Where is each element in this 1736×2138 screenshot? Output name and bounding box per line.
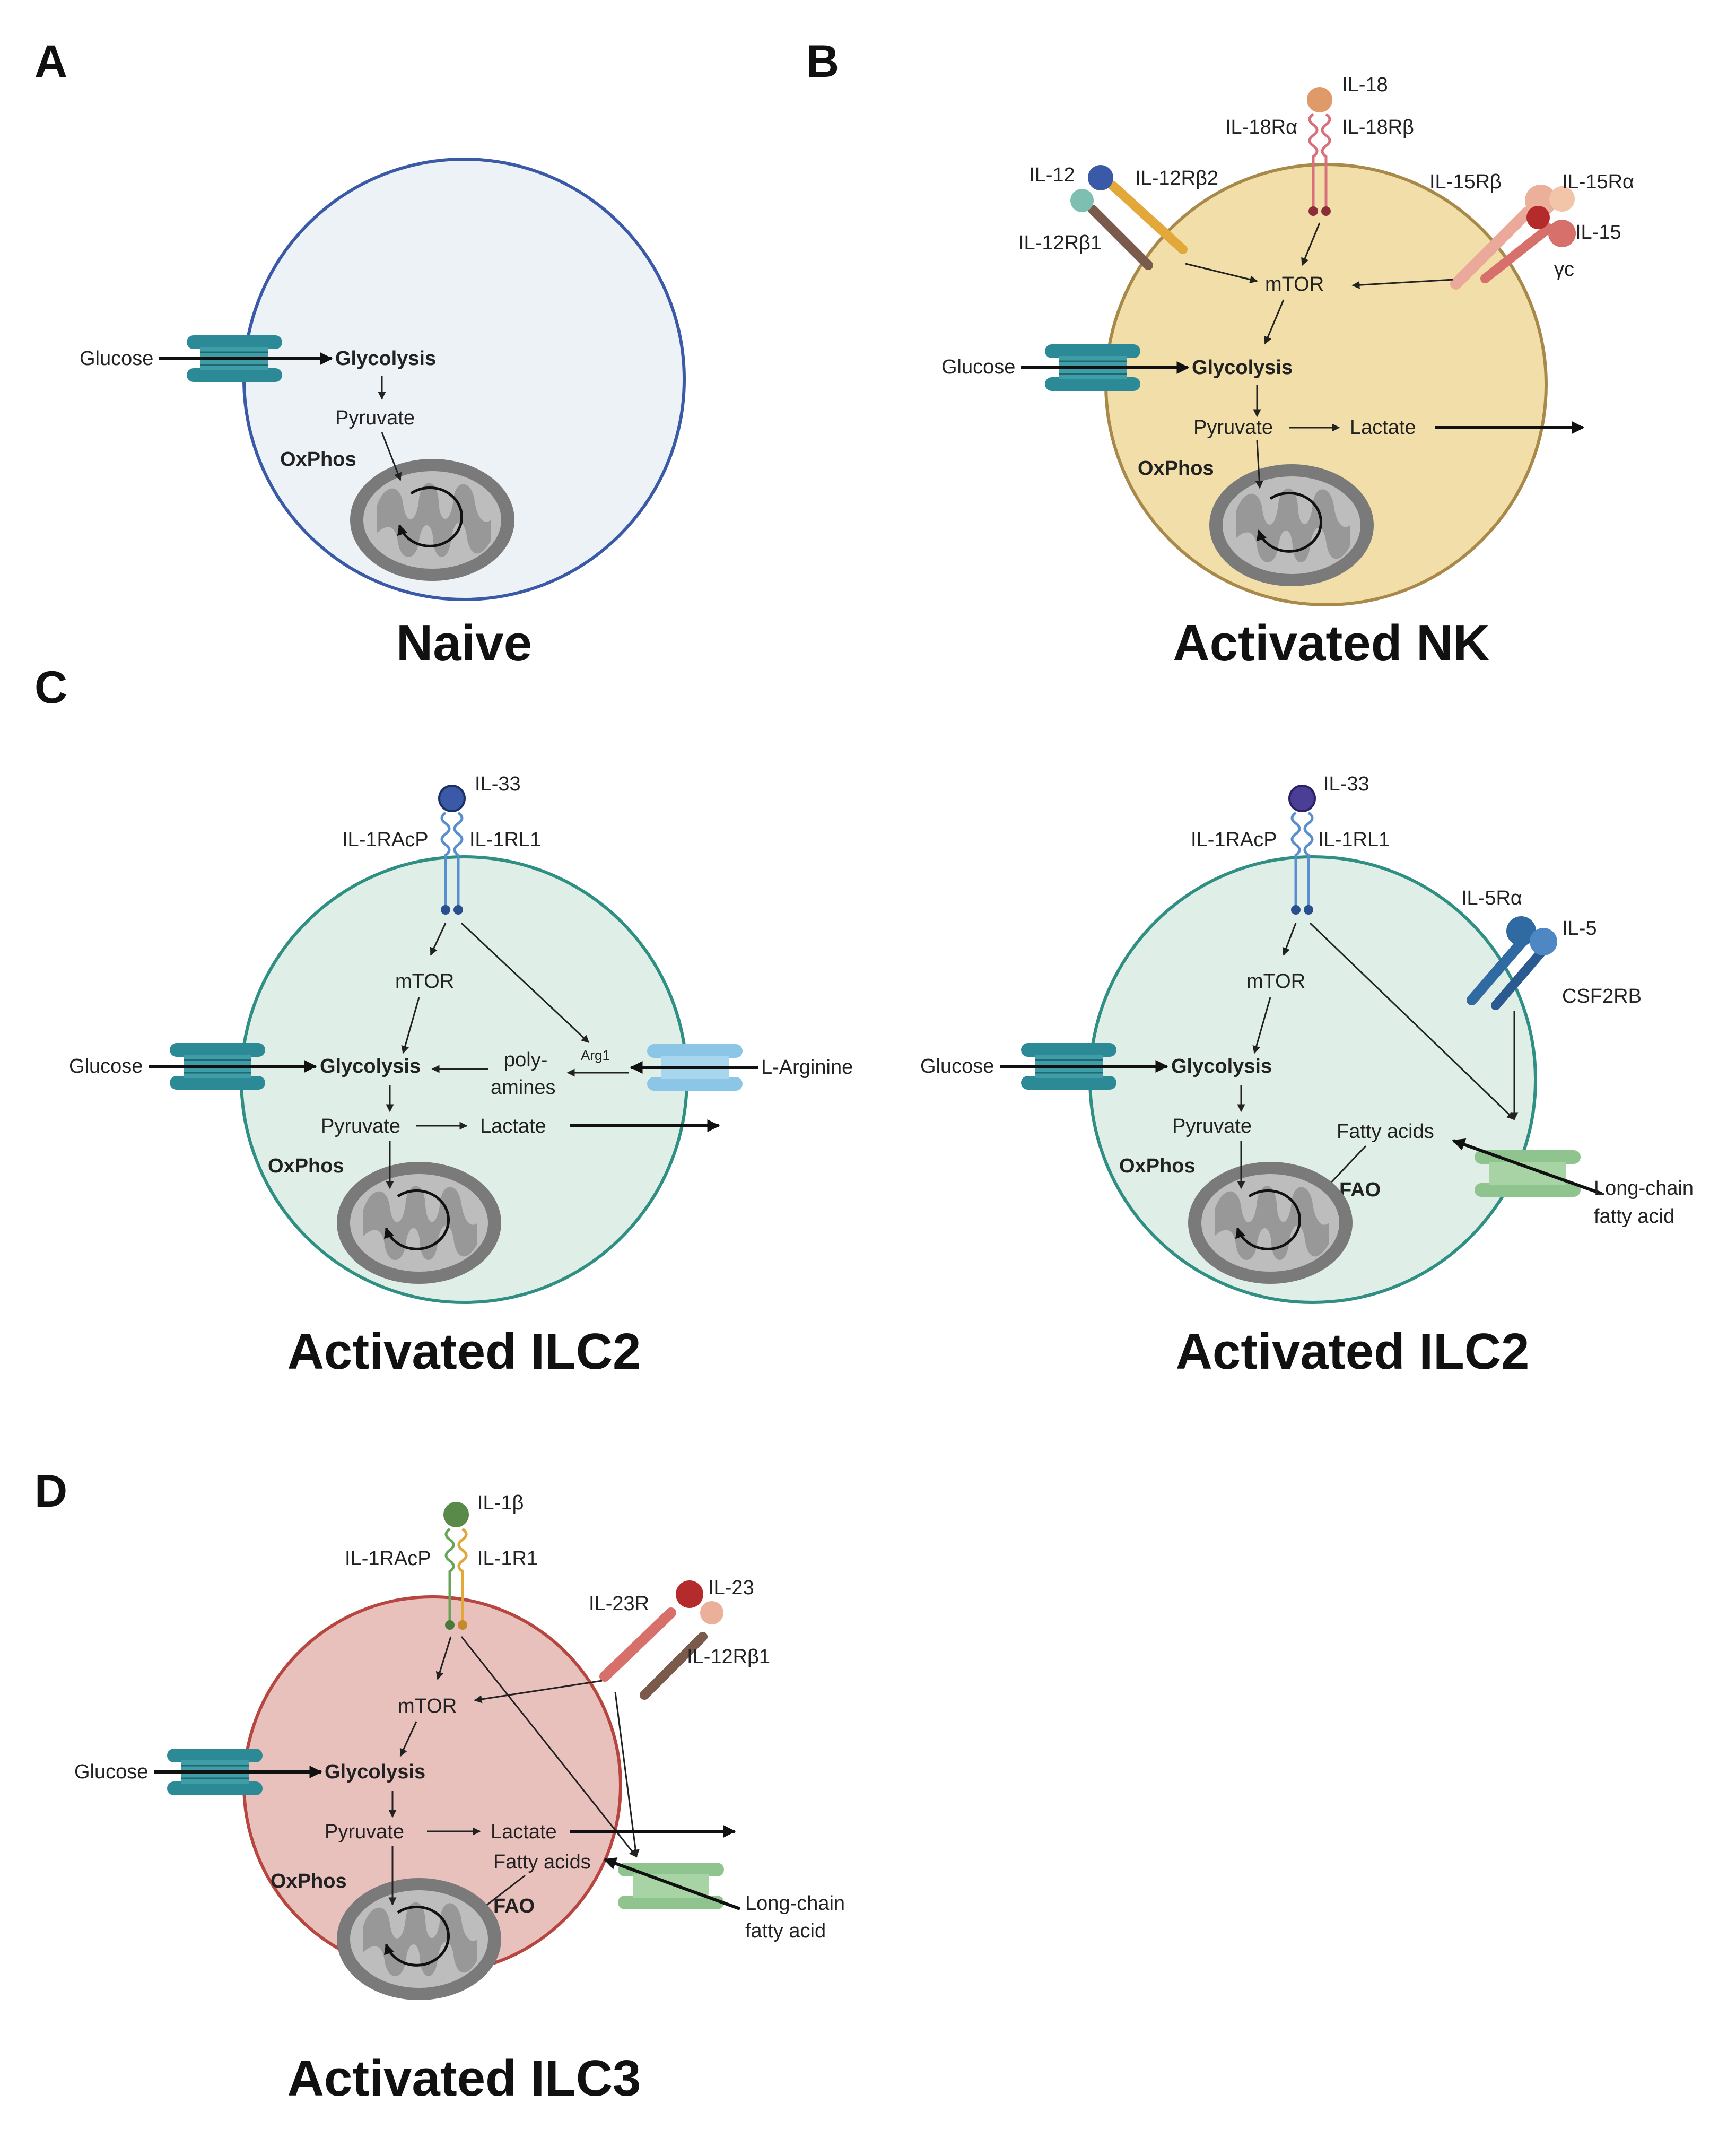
il5-label: IL-5 xyxy=(1562,917,1597,940)
il12rb1-label: IL-12Rβ1 xyxy=(1018,232,1102,254)
glucose-label: Glucose xyxy=(941,356,1015,378)
il1b-label: IL-1β xyxy=(477,1492,524,1514)
il18ra-label: IL-18Rα xyxy=(1225,116,1297,138)
glucose-label: Glucose xyxy=(69,1055,143,1077)
il12-label: IL-12 xyxy=(1029,164,1075,186)
il33-icon xyxy=(438,785,466,812)
mitochondrion-icon xyxy=(1209,464,1374,586)
il15-icon xyxy=(1526,206,1550,229)
il1racp-label: IL-1RAcP xyxy=(342,829,429,851)
pyruvate-label: Pyruvate xyxy=(321,1115,400,1137)
gc-label: γc xyxy=(1554,258,1574,281)
glycolysis-label: Glycolysis xyxy=(335,347,436,370)
panel-label-c: C xyxy=(34,662,67,713)
il15-label: IL-15 xyxy=(1575,221,1621,244)
mtor-label: mTOR xyxy=(1246,970,1305,993)
il1rl1-label: IL-1RL1 xyxy=(469,829,541,851)
il23r-label: IL-23R xyxy=(589,1593,649,1615)
mitochondrion-icon xyxy=(350,459,514,581)
arg1-label: Arg1 xyxy=(581,1047,610,1063)
il23-label: IL-23 xyxy=(708,1577,754,1599)
il1racp-label: IL-1RAcP xyxy=(345,1548,431,1570)
title-naive: Naive xyxy=(396,615,532,672)
oxphos-label: OxPhos xyxy=(268,1155,344,1177)
oxphos-label: OxPhos xyxy=(1138,457,1214,480)
mitochondrion-icon xyxy=(1188,1162,1353,1284)
lactate-label: Lactate xyxy=(491,1821,557,1843)
pyruvate-label: Pyruvate xyxy=(1193,416,1273,439)
glycolysis-label: Glycolysis xyxy=(1192,357,1293,379)
l-arginine-label: L-Arginine xyxy=(761,1056,853,1079)
il12rb2-label: IL-12Rβ2 xyxy=(1135,167,1218,189)
oxphos-label: OxPhos xyxy=(280,448,356,471)
glycolysis-label: Glycolysis xyxy=(325,1761,425,1783)
il33-label: IL-33 xyxy=(1323,773,1369,795)
il18-icon xyxy=(1307,87,1332,112)
mtor-label: mTOR xyxy=(395,970,454,993)
panel-label-a: A xyxy=(34,36,67,87)
polyamines-label-1: poly- xyxy=(504,1049,547,1071)
panel-label-d: D xyxy=(34,1466,67,1517)
glucose-label: Glucose xyxy=(80,347,153,370)
il18-label: IL-18 xyxy=(1342,74,1388,96)
il12-icon xyxy=(1088,165,1113,190)
lactate-label: Lactate xyxy=(480,1115,546,1137)
title-activated-ilc2-left: Activated ILC2 xyxy=(287,1323,641,1380)
il33-label: IL-33 xyxy=(475,773,521,795)
fatty-acid-transporter-icon xyxy=(1475,1150,1581,1197)
lcfa-label-2: fatty acid xyxy=(745,1920,826,1942)
il5-icon xyxy=(1530,928,1557,955)
title-activated-nk: Activated NK xyxy=(1173,615,1489,672)
fao-label: FAO xyxy=(493,1895,535,1917)
lcfa-label-2: fatty acid xyxy=(1594,1205,1674,1228)
lcfa-label-1: Long-chain xyxy=(1594,1177,1694,1200)
glycolysis-label: Glycolysis xyxy=(1171,1055,1272,1077)
title-activated-ilc3: Activated ILC3 xyxy=(287,2050,641,2107)
mitochondrion-icon xyxy=(337,1878,501,2000)
pyruvate-label: Pyruvate xyxy=(1172,1115,1252,1137)
title-activated-ilc2-right: Activated ILC2 xyxy=(1176,1323,1530,1380)
il33-icon xyxy=(1288,785,1316,812)
fatty-acids-label: Fatty acids xyxy=(493,1851,591,1873)
oxphos-label: OxPhos xyxy=(271,1870,347,1892)
pyruvate-label: Pyruvate xyxy=(335,407,415,429)
il12rb1-label: IL-12Rβ1 xyxy=(687,1646,770,1668)
il1racp-label: IL-1RAcP xyxy=(1191,829,1277,851)
mitochondrion-icon xyxy=(337,1162,501,1284)
il15ra-label: IL-15Rα xyxy=(1562,171,1634,193)
csf2rb-label: CSF2RB xyxy=(1562,985,1642,1007)
glucose-label: Glucose xyxy=(920,1055,994,1077)
lactate-label: Lactate xyxy=(1350,416,1416,439)
fatty-acids-label: Fatty acids xyxy=(1337,1120,1434,1143)
il1rl1-label: IL-1RL1 xyxy=(1318,829,1390,851)
mtor-label: mTOR xyxy=(1265,273,1324,296)
il18rb-label: IL-18Rβ xyxy=(1342,116,1414,138)
il5ra-label: IL-5Rα xyxy=(1461,887,1522,909)
oxphos-label: OxPhos xyxy=(1119,1155,1196,1177)
panel-label-b: B xyxy=(806,36,839,87)
mtor-label: mTOR xyxy=(398,1695,457,1717)
pyruvate-label: Pyruvate xyxy=(325,1821,404,1843)
il15rb-label: IL-15Rβ xyxy=(1429,171,1502,193)
il1r1-label: IL-1R1 xyxy=(477,1548,538,1570)
lcfa-label-1: Long-chain xyxy=(745,1892,845,1915)
polyamines-label-2: amines xyxy=(491,1076,556,1099)
il23-icon xyxy=(676,1580,703,1608)
fao-label: FAO xyxy=(1339,1179,1381,1201)
glucose-label: Glucose xyxy=(74,1761,148,1783)
il1b-icon xyxy=(443,1502,469,1527)
glycolysis-label: Glycolysis xyxy=(320,1055,421,1077)
